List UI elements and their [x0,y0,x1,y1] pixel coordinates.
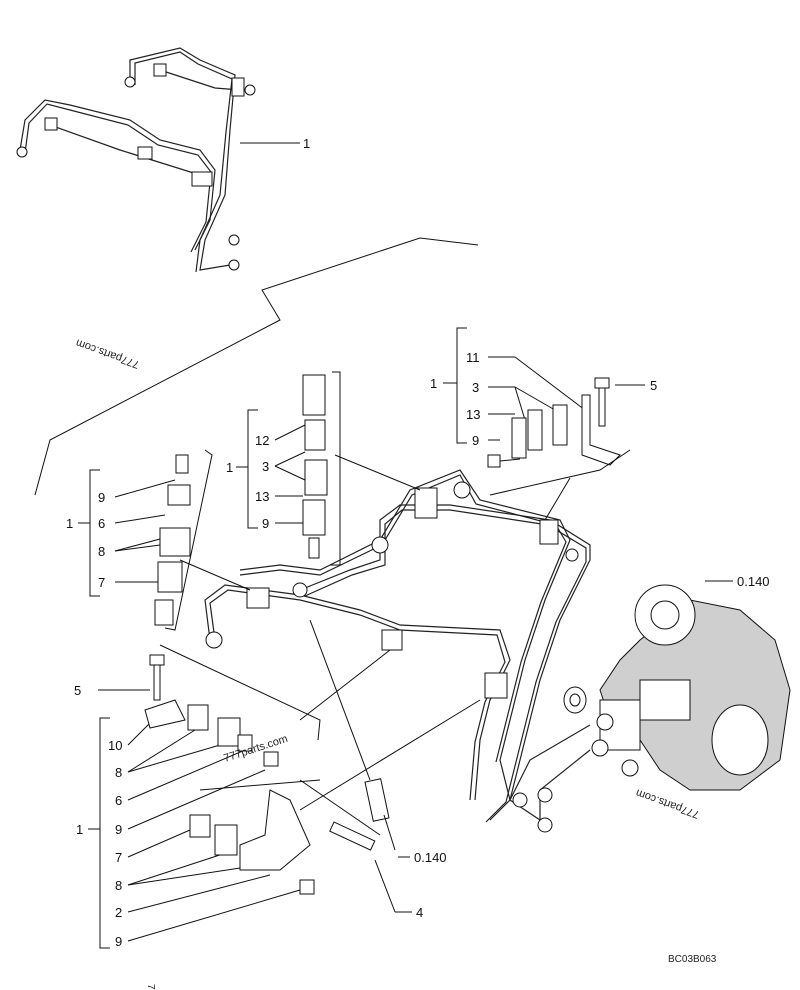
watermark: 777parts.com [74,336,141,370]
lower-bracket-group: 5 1 10 8 6 9 7 8 2 9 4 [74,644,481,949]
callout-top-assembly: 1 [303,136,310,151]
callout-ur-3: 3 [472,380,479,395]
main-pipe-assembly [204,469,591,823]
callout-ur-group: 1 [430,376,437,391]
callout-lower-9b: 9 [115,934,122,949]
upper-right-clamp-group: 1 11 3 13 9 5 [430,327,657,521]
callout-left-9: 9 [98,490,105,505]
callout-mid-3: 3 [262,459,269,474]
callout-lower-screw: 4 [416,905,423,920]
injection-pump [509,584,791,833]
callout-lower-8b: 8 [115,878,122,893]
callout-left-group: 1 [66,516,73,531]
watermark: 777parts.com [634,786,701,820]
section-break-line [34,237,479,496]
callout-left-6: 6 [98,516,105,531]
callout-mid-12: 12 [255,433,269,448]
callout-lower-10: 10 [108,738,122,753]
middle-clamp-group: 1 12 3 13 9 [226,371,421,566]
callout-lower-9a: 9 [115,822,122,837]
callout-left-7: 7 [98,575,105,590]
injector [309,619,410,858]
callout-mid-group: 1 [226,460,233,475]
top-pipe-assembly [16,47,256,273]
left-clamp-group: 1 9 6 8 7 [66,449,251,631]
callout-pump: 0.140 [737,574,770,589]
callout-lower-bolt: 5 [74,683,81,698]
corner-mark: 7 [145,984,156,990]
callout-lower-6: 6 [115,793,122,808]
callout-lower-7: 7 [115,850,122,865]
callout-left-8: 8 [98,544,105,559]
callout-lower-8a: 8 [115,765,122,780]
callout-lower-group: 1 [76,822,83,837]
callout-mid-13: 13 [255,489,269,504]
callout-injector: 0.140 [414,850,447,865]
callout-ur-9: 9 [472,433,479,448]
callout-mid-9: 9 [262,516,269,531]
callout-ur-11: 11 [466,350,480,365]
callout-ur-13: 13 [466,407,480,422]
figure-code: BC03B063 [668,954,717,965]
callout-ur-bolt: 5 [650,378,657,393]
callout-lower-2: 2 [115,905,122,920]
